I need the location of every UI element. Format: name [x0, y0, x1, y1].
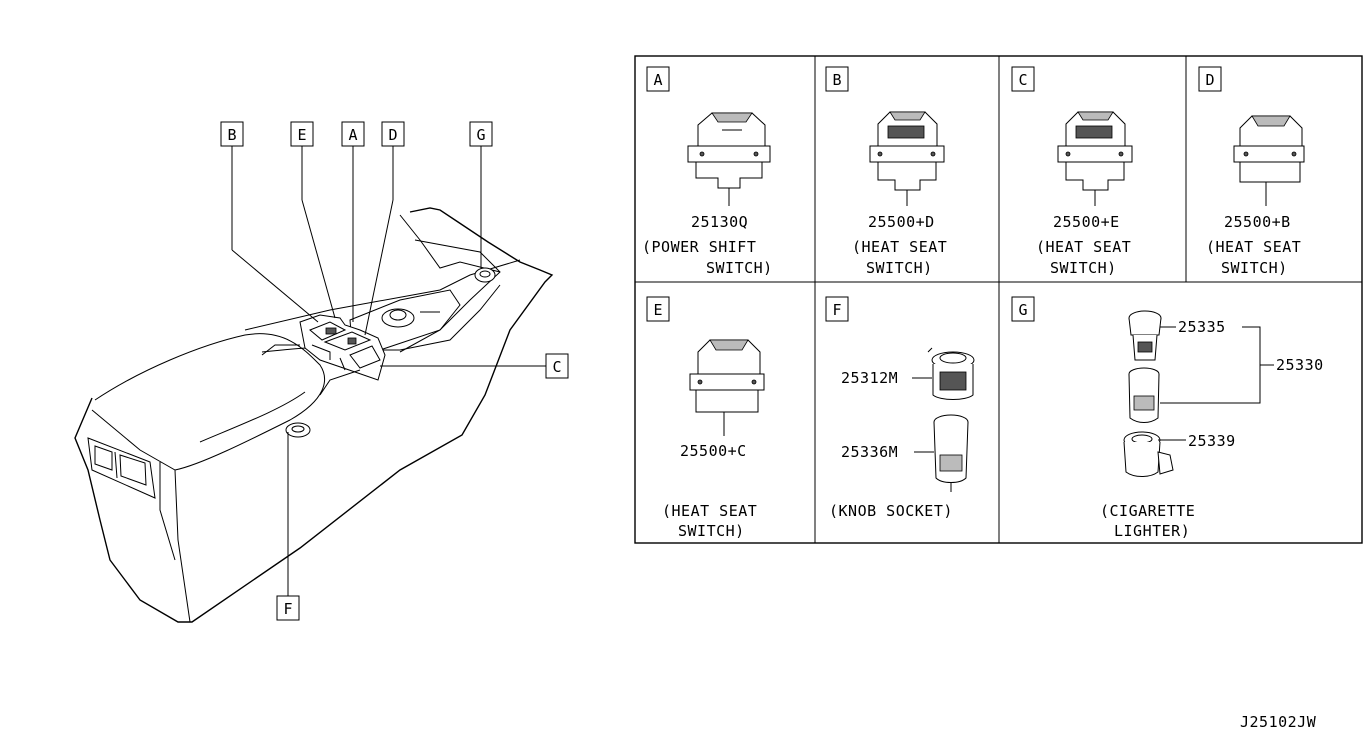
- knob-socket-part: [927, 347, 975, 400]
- panel-a-letter-box: [646, 66, 670, 92]
- panel-d-desc-line2: SWITCH): [1221, 259, 1288, 277]
- heat-seat-switch-d-part: [1233, 115, 1305, 183]
- panel-a-desc-line2: SWITCH): [706, 259, 773, 277]
- panel-b: B 25500+D (HEAT SEAT SWITCH): [825, 66, 947, 277]
- panel-f: F 25312M 25336M (KNOB SOCKET): [825, 296, 975, 520]
- panel-g-part-number-2: 25330: [1276, 356, 1324, 374]
- panel-b-desc-line2: SWITCH): [866, 259, 933, 277]
- panel-b-desc-line1: (HEAT SEAT: [852, 238, 947, 256]
- callout-c: C: [545, 353, 569, 379]
- panel-c-desc-line2: SWITCH): [1050, 259, 1117, 277]
- parts-table: [634, 55, 1363, 544]
- heat-seat-switch-c-part: [1057, 111, 1133, 191]
- callout-b: B: [220, 121, 244, 147]
- socket-sleeve-part: [933, 414, 969, 492]
- panel-e: E 25500+C (HEAT SEAT SWITCH): [646, 296, 765, 540]
- panel-b-letter: B: [832, 71, 841, 89]
- drawing-id: J25102JW: [1240, 713, 1317, 731]
- callout-d-label: D: [388, 126, 397, 144]
- callout-a: A: [341, 121, 365, 147]
- panel-b-part-number: 25500+D: [868, 213, 935, 231]
- callout-e-label: E: [297, 126, 306, 144]
- panel-f-part-number-1: 25312M: [841, 369, 898, 387]
- panel-d-part-number: 25500+B: [1224, 213, 1291, 231]
- panel-f-desc-line1: (KNOB SOCKET): [829, 502, 953, 520]
- callout-a-label: A: [348, 126, 357, 144]
- panel-c-desc-line1: (HEAT SEAT: [1036, 238, 1131, 256]
- lighter-ring-part: [1123, 431, 1174, 477]
- heat-seat-switch-e-part: [689, 339, 765, 413]
- panel-g-desc-line2: LIGHTER): [1114, 522, 1190, 540]
- panel-g-letter: G: [1018, 301, 1027, 319]
- callout-e: E: [290, 121, 314, 147]
- callout-d: D: [381, 121, 405, 147]
- lighter-knob-part: [1128, 310, 1162, 361]
- panel-c: C 25500+E (HEAT SEAT SWITCH): [1011, 66, 1133, 277]
- panel-a-desc-line1: (POWER SHIFT: [642, 238, 756, 256]
- callout-c-label: C: [552, 358, 561, 376]
- panel-d: D 25500+B (HEAT SEAT SWITCH): [1198, 66, 1305, 277]
- callout-g: G: [469, 121, 493, 147]
- center-console-illustration: B E A D G C F: [74, 121, 569, 623]
- panel-d-letter: D: [1205, 71, 1214, 89]
- panel-g-part-number-3: 25339: [1188, 432, 1236, 450]
- panel-e-part-number: 25500+C: [680, 442, 747, 460]
- panel-e-desc-line2: SWITCH): [678, 522, 745, 540]
- callout-f: F: [276, 595, 300, 621]
- panel-f-letter: F: [832, 301, 841, 319]
- panel-f-part-number-2: 25336M: [841, 443, 898, 461]
- power-shift-switch-part: [687, 112, 771, 189]
- panel-e-desc-line1: (HEAT SEAT: [662, 502, 757, 520]
- callout-g-label: G: [476, 126, 485, 144]
- panel-c-letter: C: [1018, 71, 1027, 89]
- panel-d-desc-line1: (HEAT SEAT: [1206, 238, 1301, 256]
- heat-seat-switch-b-part: [869, 111, 945, 191]
- panel-e-letter: E: [653, 301, 662, 319]
- lighter-element-part: [1128, 367, 1160, 423]
- panel-c-part-number: 25500+E: [1053, 213, 1120, 231]
- panel-g: G 25335 25330 25339 (CIGARETTE LIGHTER): [1011, 296, 1324, 540]
- callout-b-label: B: [227, 126, 236, 144]
- callout-f-label: F: [283, 600, 292, 618]
- panel-g-part-number-1: 25335: [1178, 318, 1226, 336]
- panel-a-part-number: 25130Q: [691, 213, 748, 231]
- panel-g-desc-line1: (CIGARETTE: [1100, 502, 1195, 520]
- panel-a: A 25130Q (POWER SHIFT SWITCH): [642, 66, 773, 277]
- panel-a-letter: A: [653, 71, 662, 89]
